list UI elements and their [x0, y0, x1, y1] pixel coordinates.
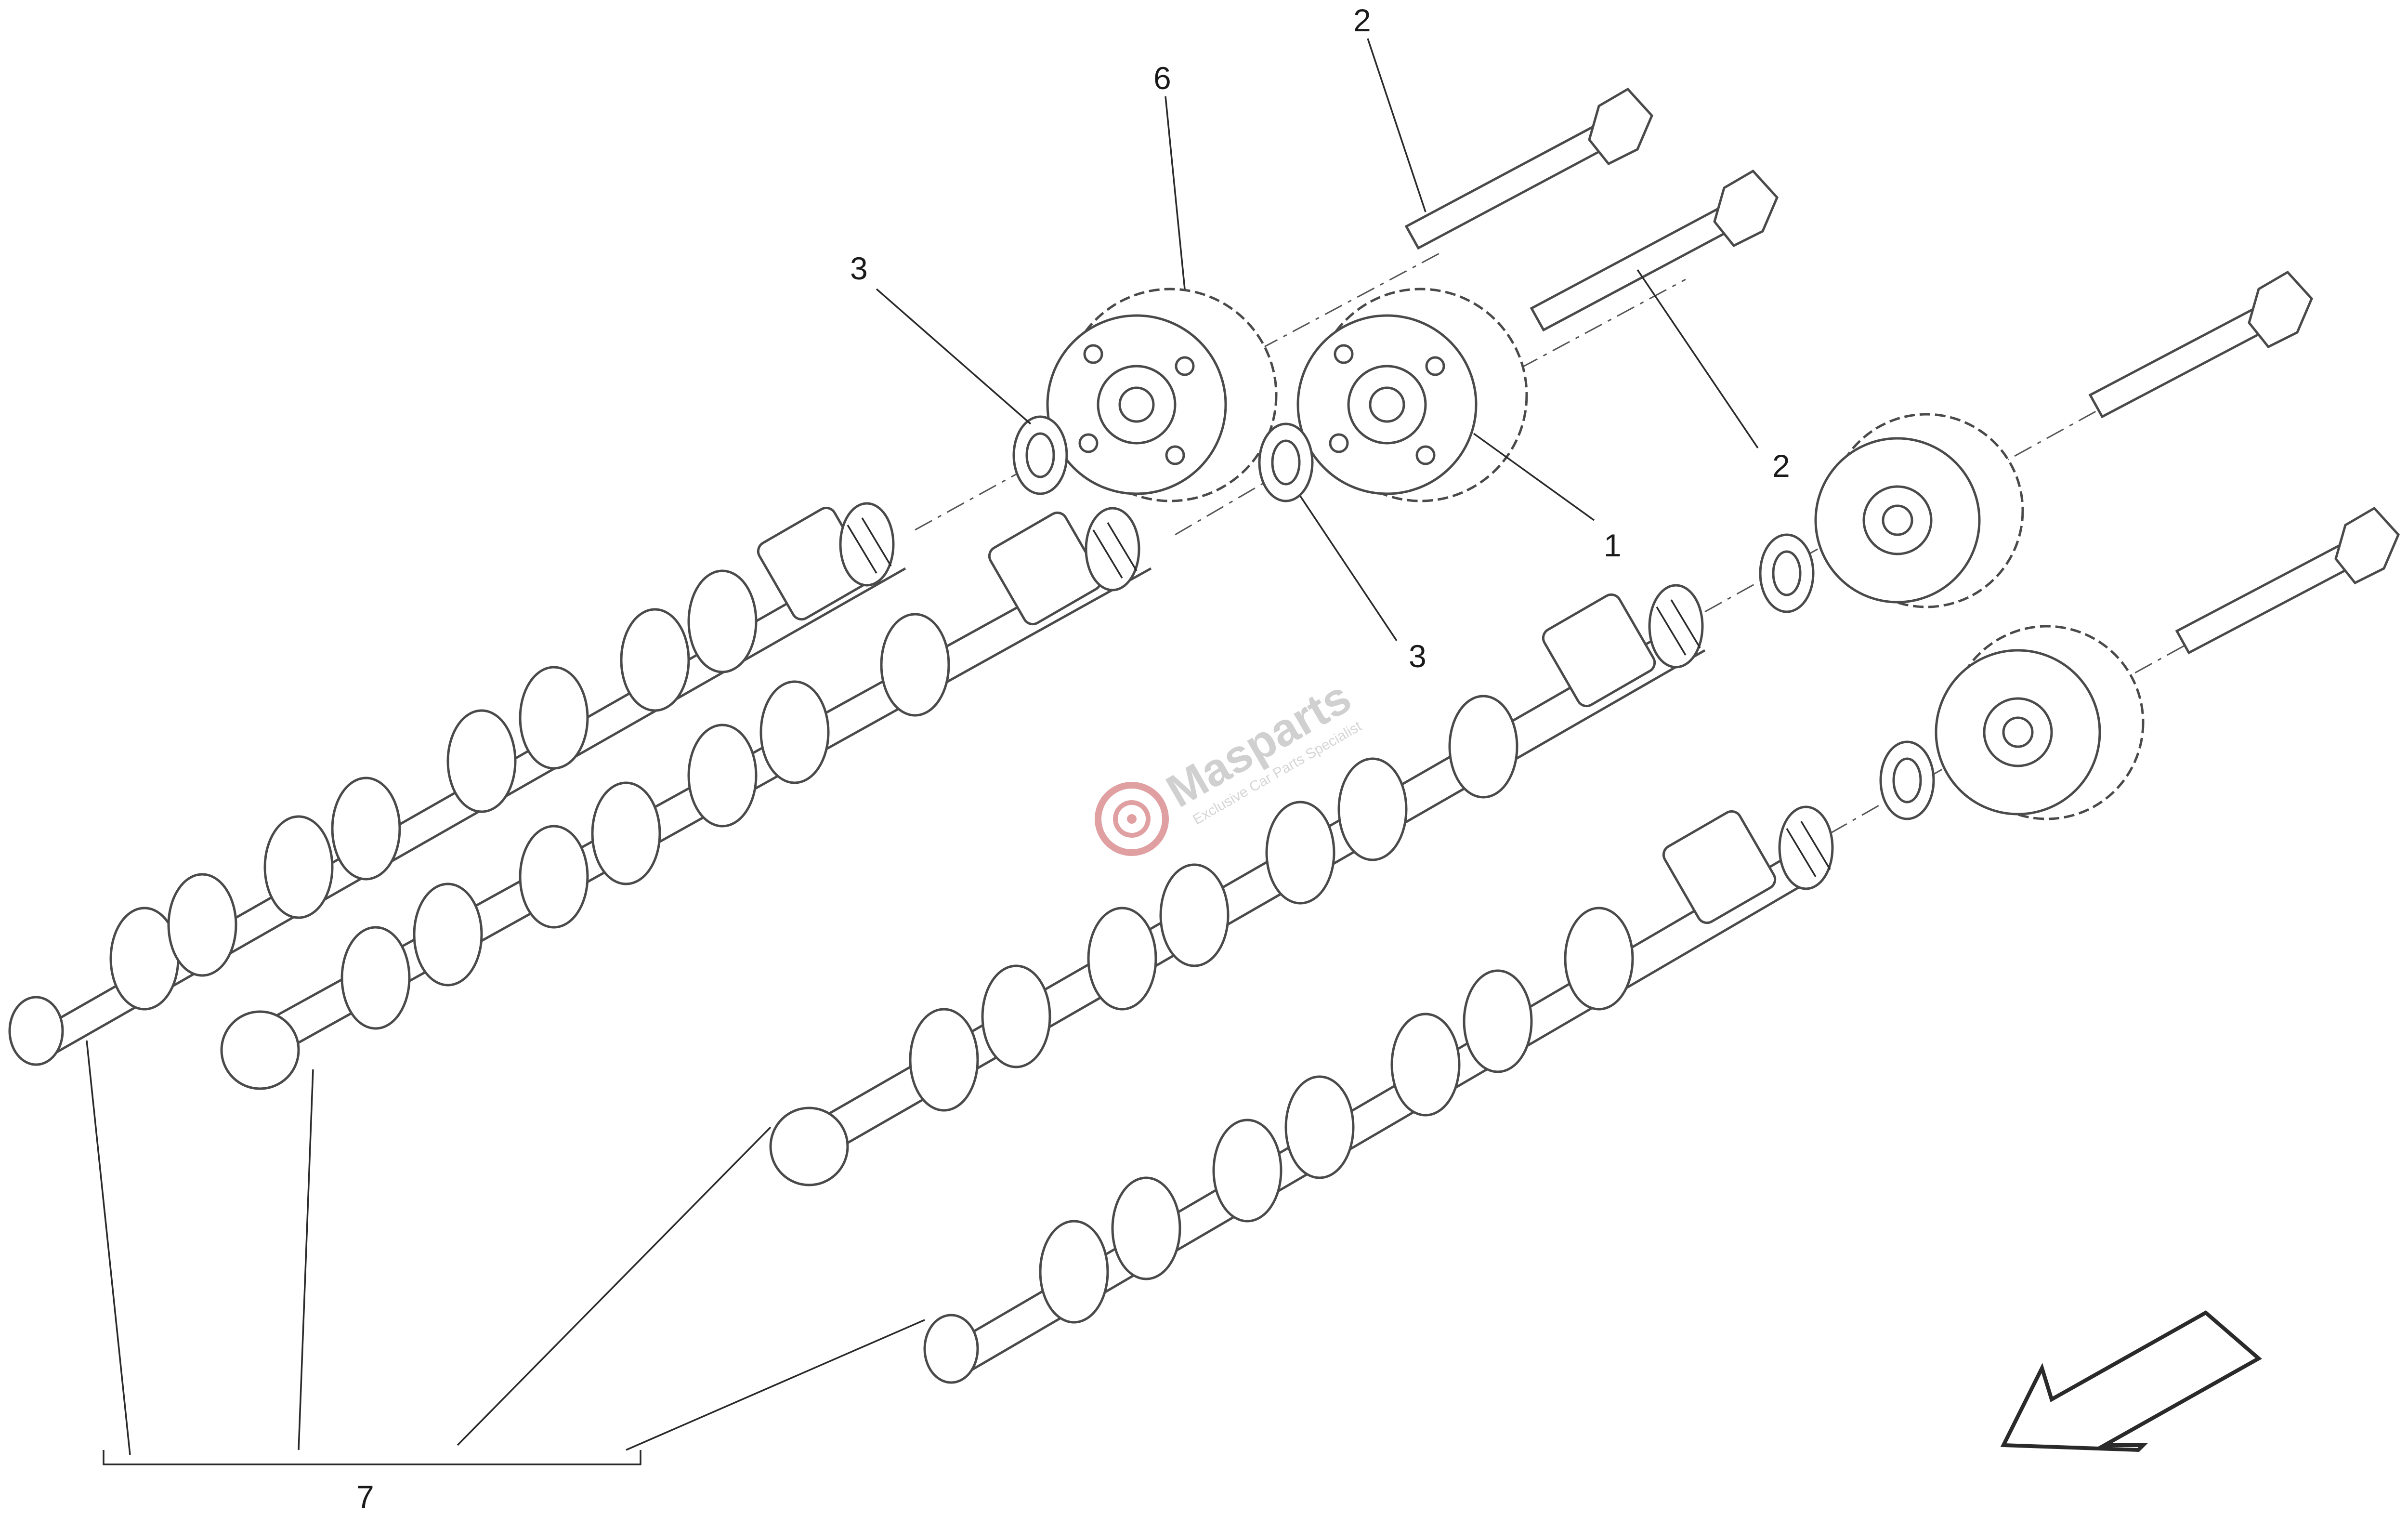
- cam-variator-4: [1935, 625, 2145, 820]
- direction-arrow-icon: [2000, 1310, 2262, 1452]
- cam-variator-1: [1046, 288, 1278, 502]
- bolt-1: [1404, 87, 1653, 250]
- bolt-2: [1530, 169, 1779, 332]
- callout-2-right: 2: [1772, 448, 1790, 484]
- callout-6: 6: [1153, 60, 1171, 96]
- washer-1: [1012, 415, 1068, 495]
- cam-variator-3: [1814, 413, 2024, 608]
- camshaft-2: [220, 507, 1152, 1090]
- callout-2-top: 2: [1353, 2, 1371, 38]
- bolt-4: [2175, 506, 2400, 655]
- washer-4: [1879, 740, 1935, 820]
- callout-3-mid: 3: [1409, 638, 1426, 674]
- callout-7: 7: [356, 1479, 374, 1513]
- leader-lines: [86, 38, 1759, 1465]
- watermark-logo-icon: [1095, 782, 1169, 856]
- camshaft-3: [769, 584, 1706, 1186]
- cam-variator-2: [1296, 288, 1528, 502]
- camshaft-4: [923, 805, 1834, 1384]
- callout-3-left: 3: [850, 250, 868, 286]
- callout-1: 1: [1604, 527, 1622, 563]
- washer-3: [1759, 533, 1815, 613]
- camshaft-1: [8, 502, 906, 1066]
- washer-2: [1258, 422, 1314, 502]
- bolt-3: [2088, 270, 2313, 419]
